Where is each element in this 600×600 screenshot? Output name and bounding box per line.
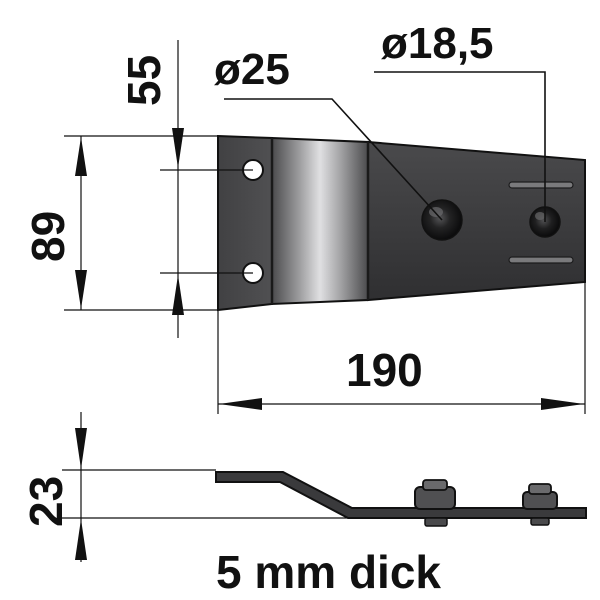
slot-upper bbox=[508, 181, 574, 189]
side-nut-large bbox=[414, 479, 456, 527]
hole-large-label: ø25 bbox=[214, 45, 290, 94]
dimension-89: 89 bbox=[22, 135, 218, 311]
dimension-23-label: 23 bbox=[20, 476, 72, 527]
plate-bend-section bbox=[271, 136, 369, 306]
dimension-55: 55 bbox=[118, 40, 253, 338]
dimension-hole-small: ø18,5 bbox=[374, 19, 546, 222]
plate-left-section bbox=[217, 134, 273, 312]
dimension-89-label: 89 bbox=[22, 211, 74, 262]
hole-small-label: ø18,5 bbox=[381, 19, 494, 68]
dimension-190: 190 bbox=[217, 282, 586, 414]
hole-small-highlight bbox=[535, 212, 545, 220]
dimension-55-label: 55 bbox=[118, 55, 170, 106]
dimension-23: 23 bbox=[20, 412, 586, 562]
plate-top-view bbox=[217, 134, 586, 312]
side-nut-small bbox=[522, 483, 558, 526]
dimension-190-label: 190 bbox=[346, 344, 423, 396]
slot-lower bbox=[508, 256, 574, 264]
thickness-note: 5 mm dick bbox=[216, 546, 441, 598]
dimension-hole-large: ø25 bbox=[214, 45, 443, 221]
